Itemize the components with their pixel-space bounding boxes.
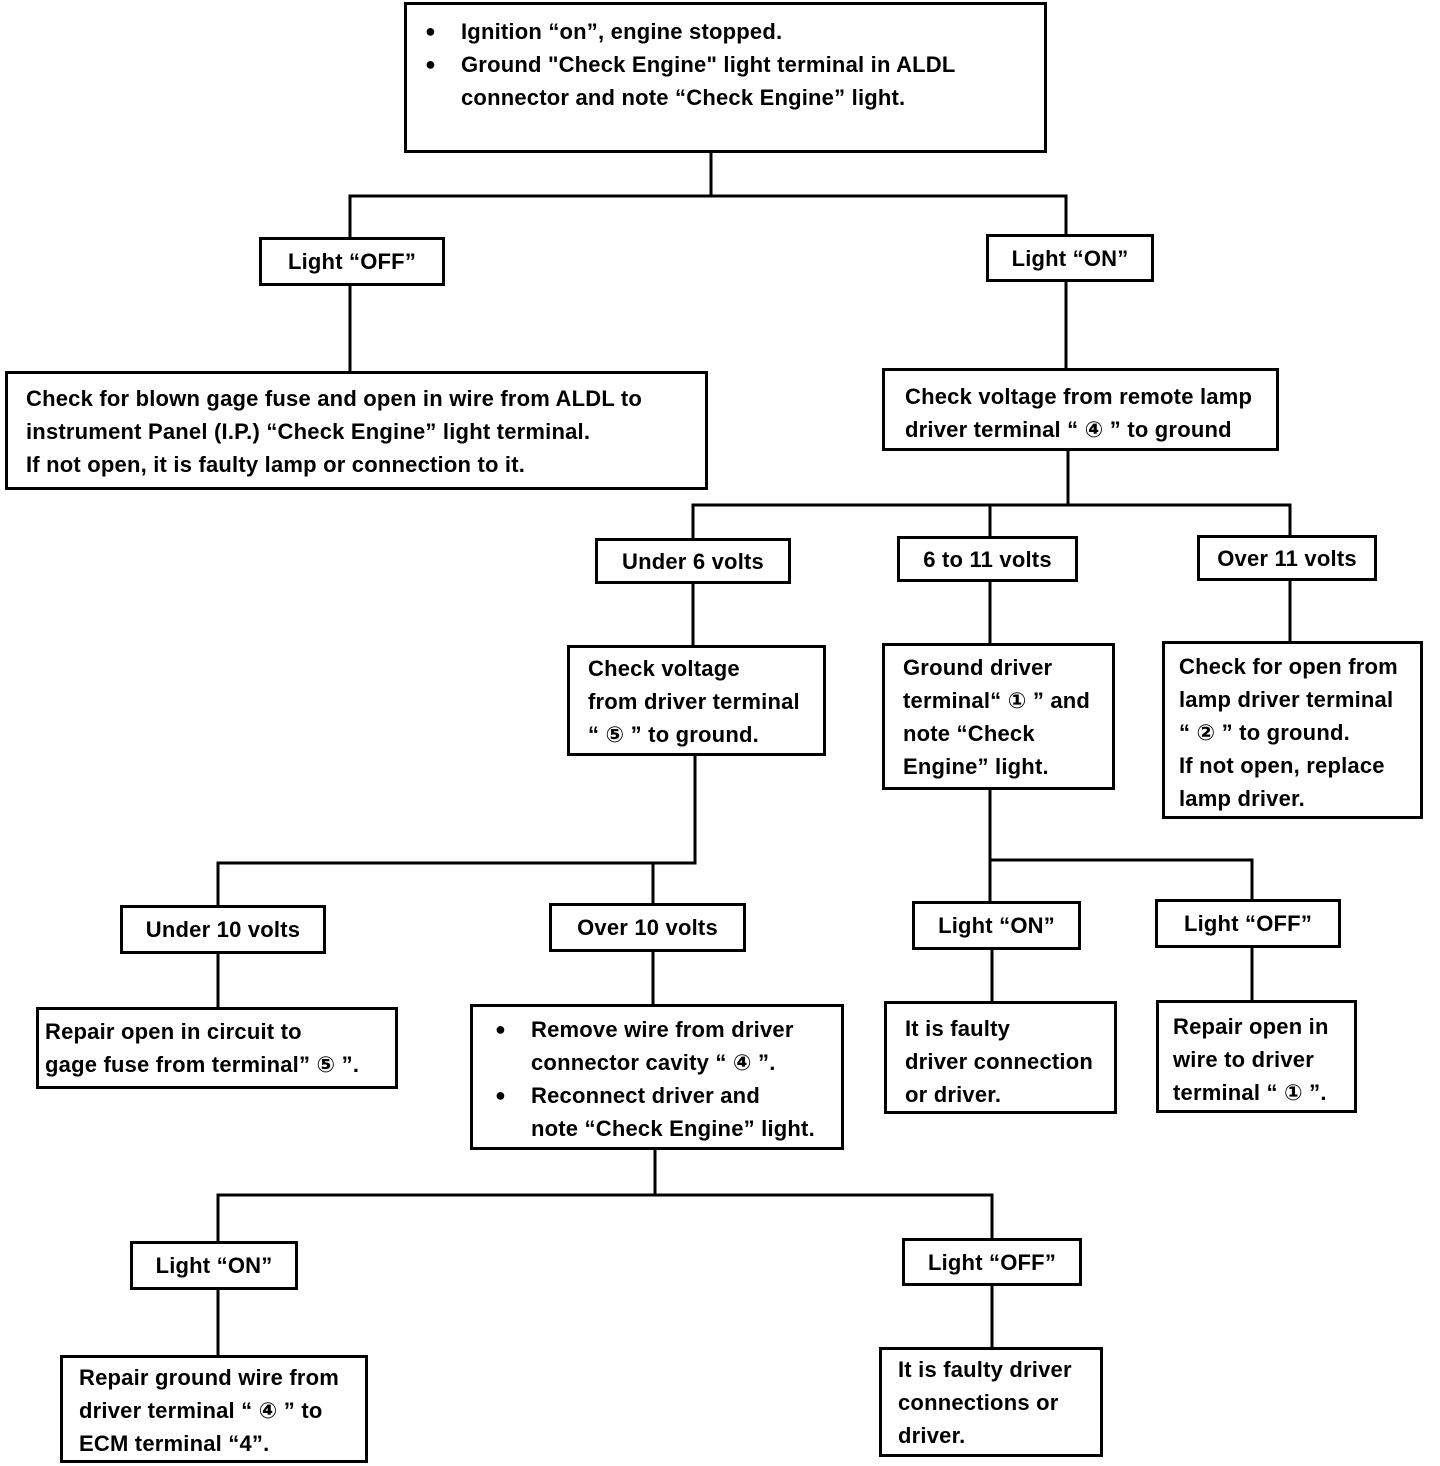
light-on-result-2: Light “ON” [912,901,1081,950]
light-on-result-1: Light “ON” [986,234,1154,282]
start-step-box: Ignition “on”, engine stopped. Ground "C… [404,2,1047,153]
check-fuse-box: Check for blown gage fuse and open in wi… [5,371,708,490]
check-voltage-terminal-4-box: Check voltage from remote lamp driver te… [882,368,1279,451]
over-10-volts-result: Over 10 volts [549,903,746,952]
under-10-volts-result: Under 10 volts [120,905,326,954]
repair-open-terminal-1-box: Repair open in wire to driver terminal “… [1156,1000,1357,1113]
repair-gage-fuse-box: Repair open in circuit to gage fuse from… [36,1007,398,1089]
light-on-result-3: Light “ON” [130,1241,298,1290]
remove-wire-box: Remove wire from driver connector cavity… [470,1004,844,1150]
check-open-terminal-2-box: Check for open from lamp driver terminal… [1162,641,1423,819]
over-11-volts-result: Over 11 volts [1197,535,1377,581]
remove-wire-bullet-2: Reconnect driver and note “Check Engine”… [495,1079,819,1145]
under-6-volts-result: Under 6 volts [595,538,791,584]
remove-wire-bullet-1: Remove wire from driver connector cavity… [495,1013,819,1079]
faulty-connections-box: It is faulty driver connections or drive… [879,1347,1103,1457]
light-off-result-2: Light “OFF” [1155,899,1341,948]
start-bullet-1: Ignition “on”, engine stopped. [425,15,1026,48]
start-bullet-2: Ground "Check Engine" light terminal in … [425,48,1026,114]
faulty-driver-box: It is faulty driver connection or driver… [884,1001,1117,1114]
light-off-result-3: Light “OFF” [902,1238,1082,1286]
light-off-result-1: Light “OFF” [259,237,445,286]
6-to-11-volts-result: 6 to 11 volts [897,536,1078,582]
ground-driver-terminal-1-box: Ground driver terminal“ ① ” and note “Ch… [882,643,1115,790]
repair-ground-wire-box: Repair ground wire from driver terminal … [60,1355,368,1463]
check-voltage-terminal-5-box: Check voltage from driver terminal “ ⑤ ”… [567,645,826,756]
